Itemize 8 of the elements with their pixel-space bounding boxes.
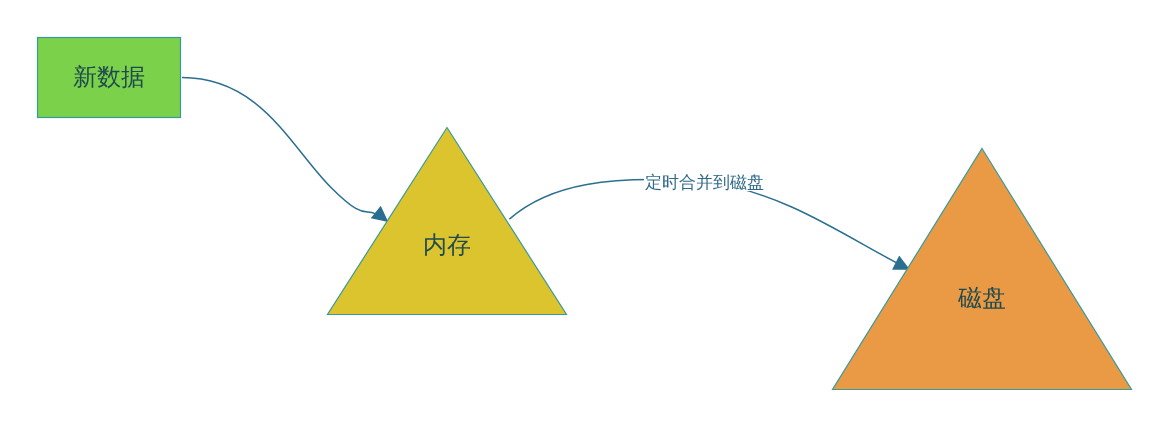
arrow bbox=[181, 76, 389, 222]
node-label: 内存 bbox=[422, 233, 472, 257]
edge-label: 定时合并到磁盘 bbox=[643, 172, 765, 192]
node-label: 磁盘 bbox=[957, 286, 1007, 310]
process-box bbox=[37, 37, 181, 118]
node-label: 新数据 bbox=[72, 65, 146, 89]
triangle-node bbox=[327, 127, 567, 315]
triangle-node bbox=[832, 148, 1132, 390]
